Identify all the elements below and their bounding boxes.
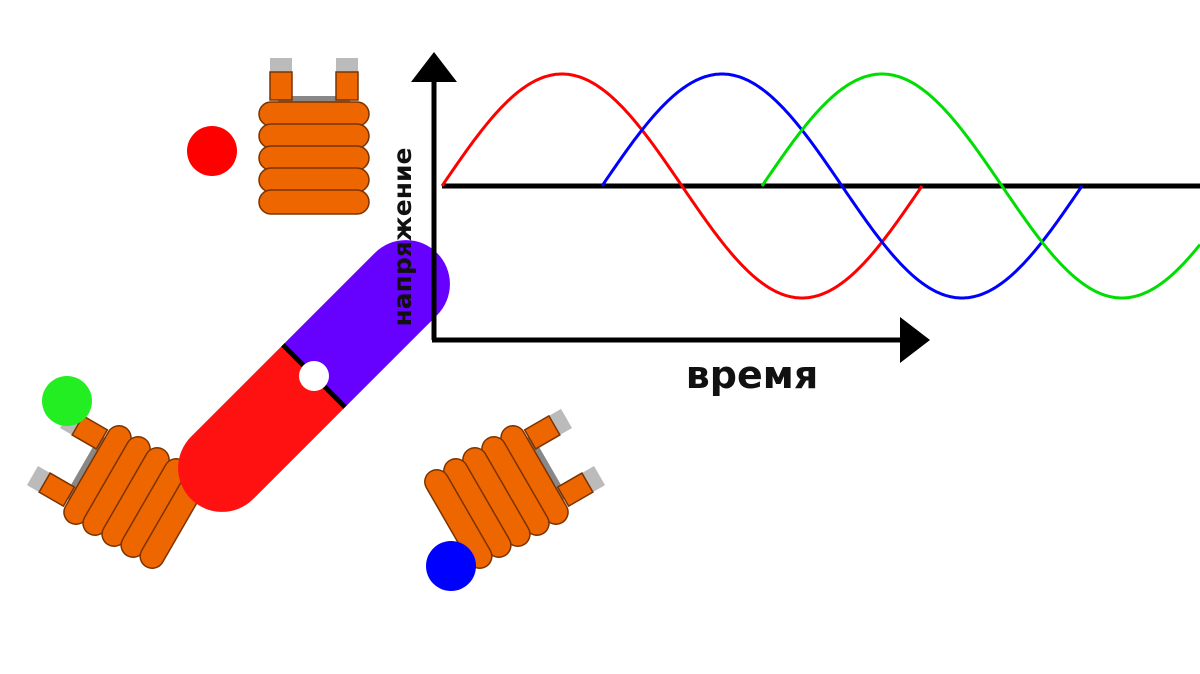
coil-bottom-left-lead-left-inner [38, 472, 76, 508]
coil-top-winding-5 [258, 189, 370, 215]
phase-dot-red [187, 126, 237, 176]
x-axis-arrow-head [900, 317, 930, 363]
rotor-pivot [299, 361, 329, 391]
coil-top [258, 58, 370, 215]
y-axis-arrow-head [411, 52, 457, 82]
coil-top-lead-left-inner [269, 71, 293, 101]
phase-wave-red [440, 72, 924, 300]
phase-dot-blue [426, 541, 476, 591]
phase-wave-green [760, 72, 1200, 300]
y-axis-label: напряжение [388, 148, 417, 327]
rotor-magnet [178, 240, 450, 512]
coil-bottom-left-lead-right-inner [71, 414, 109, 450]
rotor-north-pole [282, 240, 450, 408]
coil-top-winding-4 [258, 167, 370, 193]
rotor-south-pole [178, 344, 346, 512]
phase-dot-green [42, 376, 92, 426]
coil-bottom-right-lead-right-inner [556, 472, 594, 508]
coil-bottom-left [26, 408, 208, 569]
phase-wave-blue [600, 72, 1084, 300]
graph-axes [411, 52, 1200, 363]
coil-bottom-right-winding-5 [424, 469, 493, 569]
x-axis-label: время [686, 353, 818, 397]
coil-bottom-right-lead-left-inner [523, 414, 561, 450]
coil-top-winding-1 [258, 101, 370, 127]
coil-top-lead-right-inner [335, 71, 359, 101]
coil-top-winding-3 [258, 145, 370, 171]
coil-top-winding-2 [258, 123, 370, 149]
coil-bottom-right [424, 408, 606, 569]
